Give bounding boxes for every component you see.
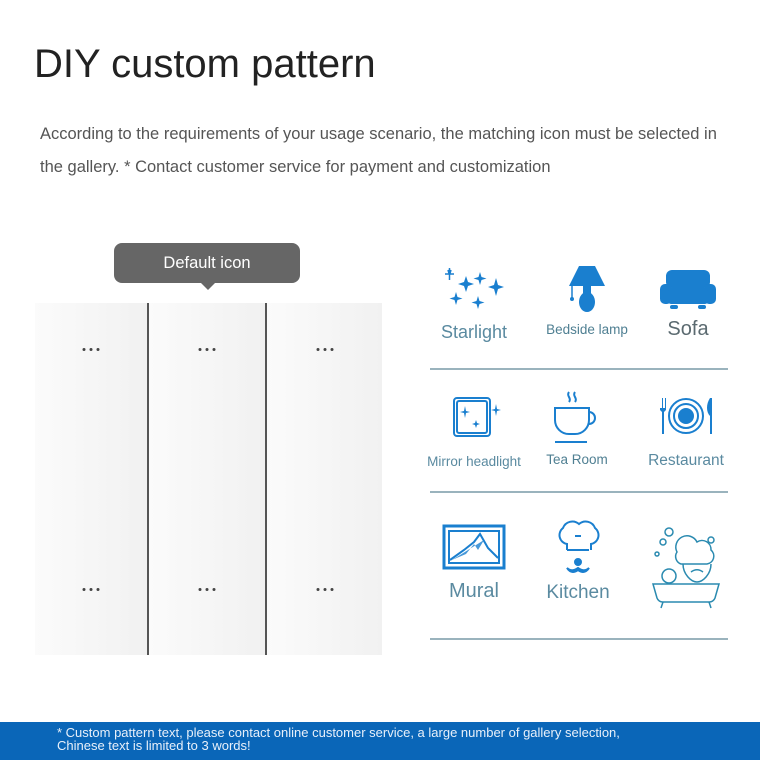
dots-icon [316, 588, 333, 591]
footer-note-banner: * Custom pattern text, please contact on… [0, 722, 760, 760]
switch-key-3[interactable] [267, 303, 382, 655]
gallery-label: Restaurant [648, 452, 724, 469]
gallery-item-tea-room[interactable]: Tea Room [522, 390, 632, 467]
plate-cutlery-icon [660, 398, 712, 434]
dots-icon [82, 588, 100, 591]
gallery-item-restaurant[interactable]: Restaurant [631, 396, 741, 470]
gallery-label: Kitchen [546, 582, 610, 603]
gallery-item-mural[interactable]: Mural [419, 524, 529, 603]
sparkles-icon [445, 268, 504, 309]
footer-note-line1: * Custom pattern text, please contact on… [57, 725, 620, 740]
gallery-label: Mirror headlight [427, 454, 521, 469]
switch-key-2[interactable] [149, 303, 267, 655]
gallery-label: Sofa [667, 318, 709, 340]
dots-icon [316, 348, 333, 351]
gallery-item-mirror-headlight[interactable]: Mirror headlight [419, 394, 529, 469]
default-icon-tooltip: Default icon [114, 243, 300, 290]
mirror-icon [453, 397, 501, 437]
gallery-label: Bedside lamp [546, 322, 628, 337]
description: According to the requirements of your us… [40, 125, 717, 176]
footer-note-line2: Chinese text is limited to 3 words! [57, 738, 251, 753]
switch-key-1[interactable] [35, 303, 149, 655]
mountain-picture-icon [442, 524, 506, 570]
gallery-label: Mural [448, 580, 499, 602]
lamp-icon [569, 266, 605, 312]
gallery-label: Tea Room [546, 452, 608, 467]
gallery-item-sofa[interactable]: Sofa [633, 268, 743, 341]
gallery-label: Starlight [440, 322, 508, 342]
bathtub-icon [652, 527, 720, 609]
chef-icon [558, 520, 600, 573]
gallery-item-bedside-lamp[interactable]: Bedside lamp [532, 264, 642, 337]
gallery-item-kitchen[interactable]: Kitchen [523, 520, 633, 604]
page-title: DIY custom pattern [34, 42, 376, 86]
divider [430, 491, 728, 493]
gallery-item-starlight[interactable]: Starlight [419, 268, 529, 343]
switch-panel [35, 303, 382, 655]
gallery-item-bath[interactable] [630, 526, 740, 618]
divider [430, 368, 728, 370]
divider [430, 638, 728, 640]
teacup-icon [554, 391, 596, 443]
dots-icon [82, 348, 100, 351]
sofa-icon [660, 270, 716, 309]
dots-icon [198, 588, 216, 591]
dots-icon [198, 348, 216, 351]
